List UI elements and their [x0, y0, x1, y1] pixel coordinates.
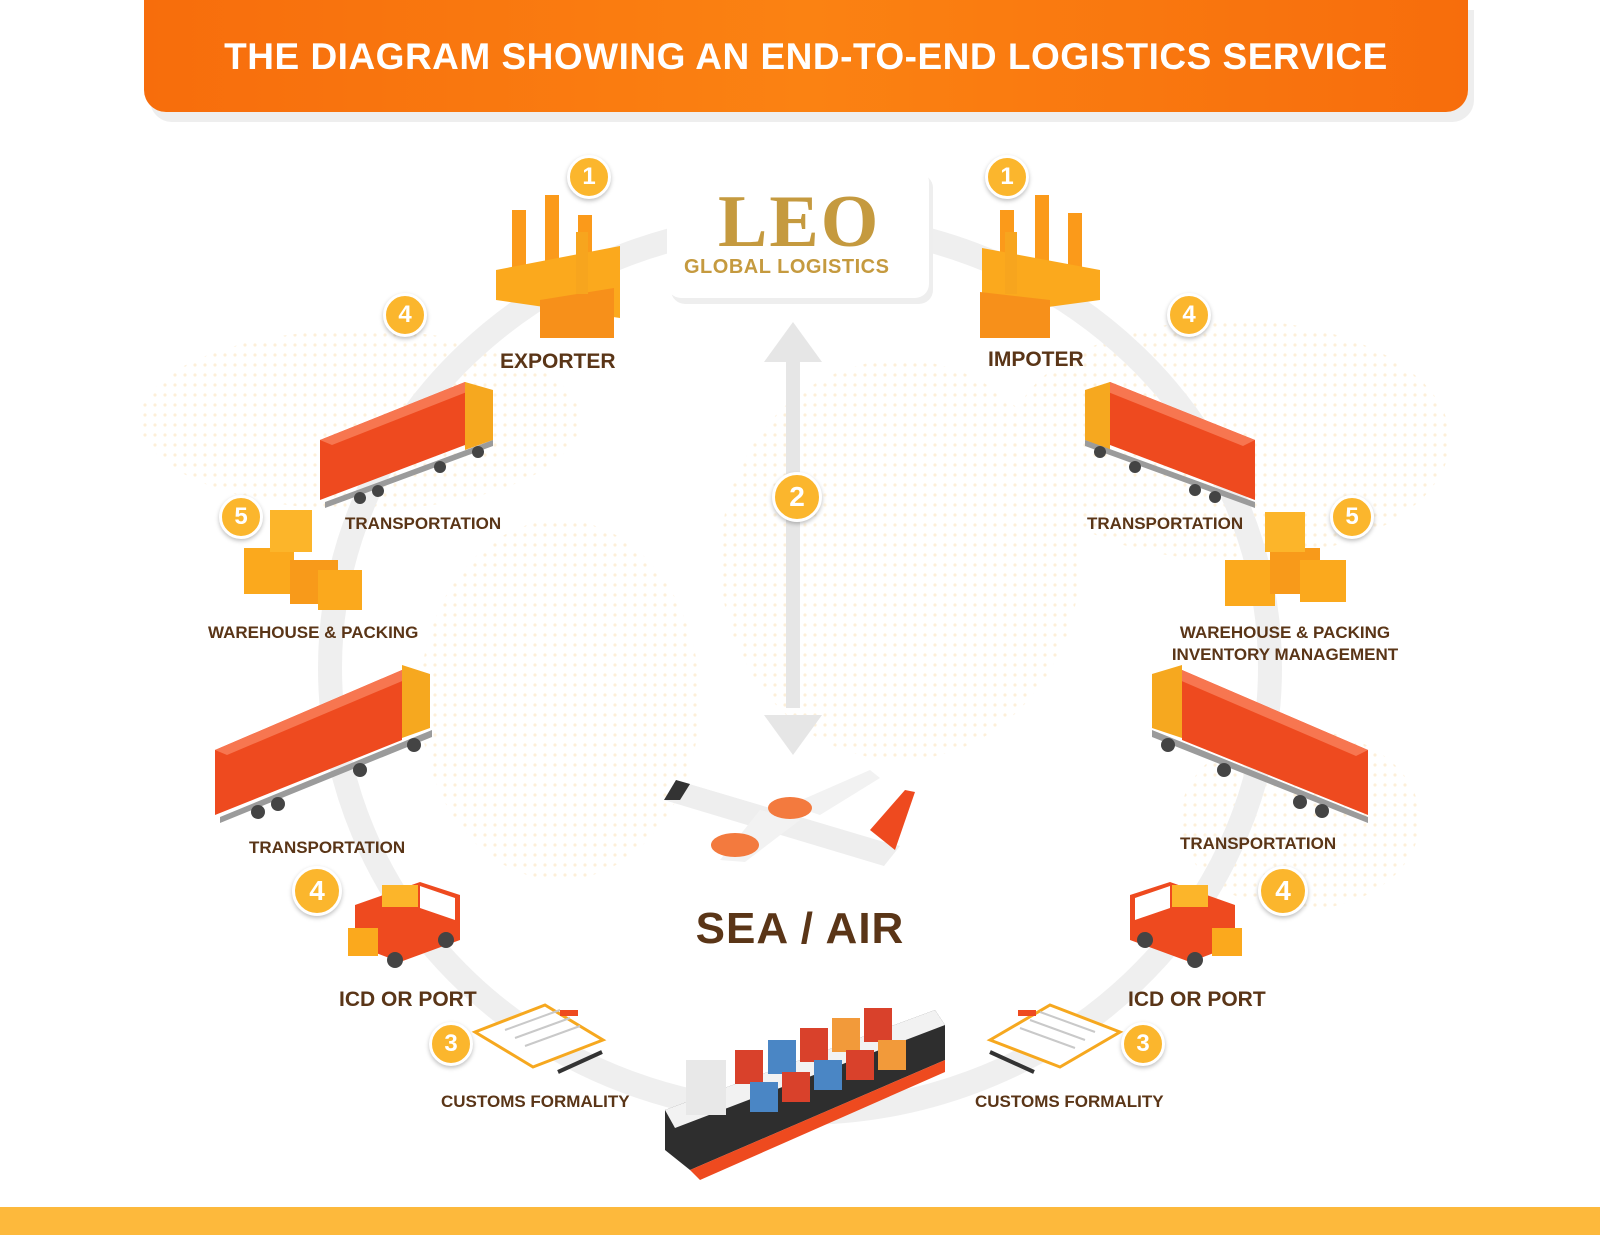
- step-badge-right-customs: 3: [1121, 1022, 1165, 1066]
- factory-icon-exporter: [496, 195, 620, 338]
- step-badge-left-icd: 4: [292, 866, 342, 916]
- label-left-customs: CUSTOMS FORMALITY: [441, 1092, 630, 1111]
- label-right-warehouse-line2: INVENTORY MANAGEMENT: [1171, 645, 1399, 664]
- truck-icon-right-top: [1085, 382, 1255, 508]
- step-badge-left-warehouse: 5: [219, 495, 263, 539]
- step-badge-right-transport: 4: [1167, 293, 1211, 337]
- label-sea-air: SEA / AIR: [695, 904, 905, 953]
- label-importer: IMPOTER: [988, 348, 1084, 371]
- header-banner: THE DIAGRAM SHOWING AN END-TO-END LOGIST…: [144, 0, 1468, 112]
- step-badge-sea-air: 2: [772, 472, 822, 522]
- truck-icon-left-mid: [215, 665, 432, 823]
- step-badge-right-warehouse: 5: [1330, 495, 1374, 539]
- label-right-transport-top: TRANSPORTATION: [1087, 514, 1244, 533]
- step-badge-left-customs: 3: [429, 1022, 473, 1066]
- truck-icon-right-mid: [1152, 665, 1368, 823]
- two-way-arrow-icon: [764, 322, 822, 755]
- company-logo: [667, 168, 929, 298]
- van-icon-right: [1130, 882, 1242, 968]
- label-left-icd: ICD OR PORT: [339, 988, 477, 1011]
- diagram-title: THE DIAGRAM SHOWING AN END-TO-END LOGIST…: [224, 36, 1388, 77]
- label-right-transport-mid: TRANSPORTATION: [1180, 834, 1337, 853]
- label-left-transport-top: TRANSPORTATION: [345, 514, 502, 533]
- label-left-warehouse: WAREHOUSE & PACKING: [208, 623, 419, 642]
- label-left-transport-mid: TRANSPORTATION: [249, 838, 406, 857]
- logo-subtitle: GLOBAL LOGISTICS: [684, 256, 890, 278]
- van-icon-left: [348, 882, 460, 968]
- airplane-icon: [664, 770, 915, 866]
- logo-wordmark: LEO: [718, 181, 881, 263]
- label-right-warehouse-line1: WAREHOUSE & PACKING: [1179, 623, 1391, 642]
- boxes-icon-left: [244, 510, 362, 610]
- step-badge-left-transport: 4: [383, 293, 427, 337]
- step-badge-importer: 1: [985, 155, 1029, 199]
- document-icon-right: [986, 1003, 1124, 1074]
- label-exporter: EXPORTER: [500, 350, 616, 373]
- truck-icon-left-top: [320, 382, 493, 508]
- factory-icon-importer: [980, 195, 1100, 338]
- ship-icon: [665, 1008, 945, 1180]
- label-right-customs: CUSTOMS FORMALITY: [975, 1092, 1164, 1111]
- step-badge-right-icd: 4: [1258, 866, 1308, 916]
- boxes-icon-right: [1225, 512, 1346, 606]
- bottom-band: [0, 1207, 1600, 1235]
- step-badge-exporter: 1: [567, 155, 611, 199]
- document-icon-left: [471, 1003, 607, 1074]
- label-right-icd: ICD OR PORT: [1128, 988, 1266, 1011]
